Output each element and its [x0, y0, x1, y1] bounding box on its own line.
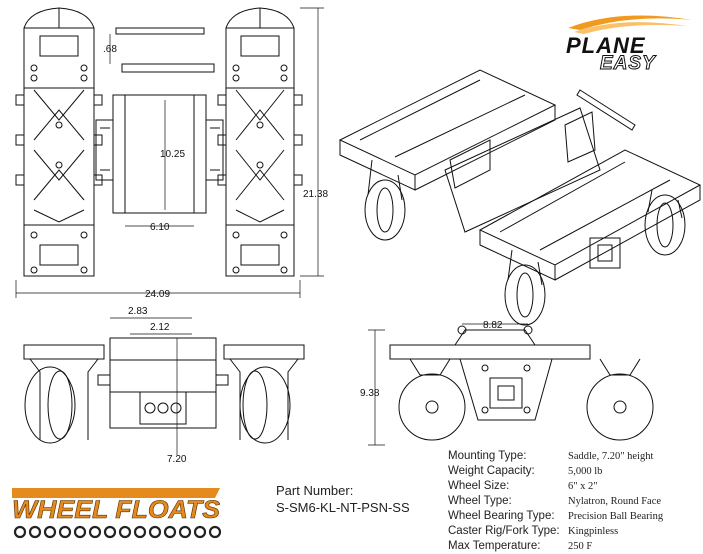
- isometric-view: [338, 69, 702, 326]
- spec-label: Wheel Size:: [448, 480, 510, 492]
- spec-label: Wheel Type:: [448, 495, 512, 507]
- spec-label: Wheel Bearing Type:: [448, 510, 555, 522]
- part-number-label: Part Number:: [276, 483, 354, 498]
- top-view: [15, 7, 324, 298]
- dim-pin-spacing: 8.82: [483, 320, 503, 331]
- side-view: [368, 323, 654, 446]
- dim-side-height: 9.38: [360, 388, 380, 399]
- spec-row: Weight Capacity: 5,000 lb: [448, 464, 698, 479]
- easy-logo-text: EASY: [600, 53, 657, 70]
- pin-top: [115, 27, 215, 73]
- spec-row: Wheel Bearing Type: Precision Ball Beari…: [448, 509, 698, 524]
- spec-row: Wheel Type: Nylatron, Round Face: [448, 494, 698, 509]
- spec-table: Mounting Type: Saddle, 7.20" height Weig…: [448, 449, 698, 554]
- spec-row: Wheel Size: 6" x 2": [448, 479, 698, 494]
- dim-pin-thickness: .68: [103, 44, 117, 55]
- dim-212: 2.12: [150, 322, 170, 333]
- spec-value: Kingpinless: [568, 526, 619, 537]
- front-view: [23, 317, 305, 455]
- dim-saddle-width: 6.10: [150, 222, 170, 233]
- plane-easy-logo: PLANE EASY: [560, 8, 696, 75]
- spec-value: 250 F: [568, 541, 593, 552]
- part-number-value: S-SM6-KL-NT-PSN-SS: [276, 500, 410, 515]
- dim-height: 7.20: [167, 454, 187, 465]
- spec-value: 5,000 lb: [568, 466, 603, 477]
- spec-label: Weight Capacity:: [448, 465, 535, 477]
- wheel-floats-logo: WHEEL FLOATS: [10, 484, 225, 542]
- spec-row: Max Temperature: 250 F: [448, 539, 698, 554]
- saddle-top: [95, 94, 224, 214]
- right-rail: [217, 7, 303, 277]
- spec-label: Max Temperature:: [448, 540, 541, 552]
- spec-value: Precision Ball Bearing: [568, 511, 664, 522]
- dim-overall-length: 21.38: [303, 189, 328, 200]
- left-rail: [15, 7, 103, 277]
- dim-283: 2.83: [128, 306, 148, 317]
- part-number-block: Part Number: S-SM6-KL-NT-PSN-SS: [276, 482, 410, 516]
- spec-row: Mounting Type: Saddle, 7.20" height: [448, 449, 698, 464]
- spec-value: Nylatron, Round Face: [568, 496, 662, 507]
- spec-value: 6" x 2": [568, 481, 598, 492]
- dim-overall-width: 24.09: [145, 289, 170, 300]
- plane-logo-text: PLANE: [566, 33, 646, 58]
- spec-label: Mounting Type:: [448, 450, 527, 462]
- spec-row: Caster Rig/Fork Type: Kingpinless: [448, 524, 698, 539]
- wheel-floats-logo-text: WHEEL FLOATS: [12, 496, 220, 524]
- spec-label: Caster Rig/Fork Type:: [448, 525, 560, 537]
- dim-saddle-length: 10.25: [160, 149, 185, 160]
- spec-value: Saddle, 7.20" height: [568, 451, 654, 462]
